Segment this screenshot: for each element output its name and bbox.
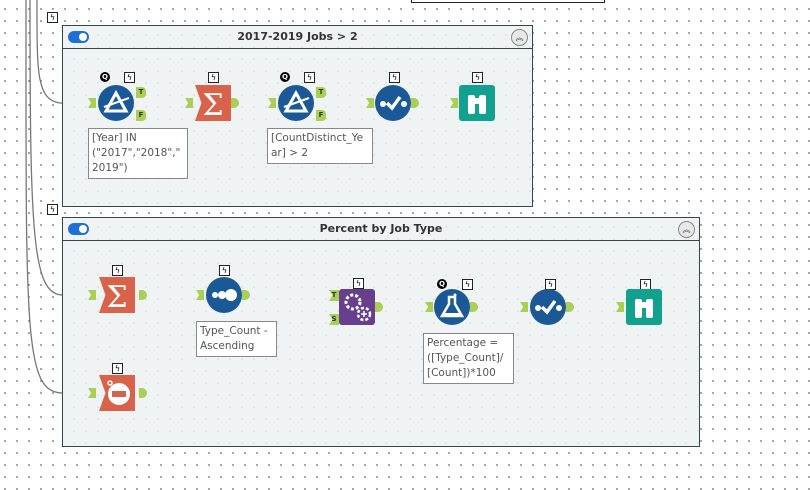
binoculars-icon <box>635 299 653 318</box>
output-anchor[interactable] <box>411 98 419 108</box>
cache-bolt-icon[interactable]: ϟ <box>389 72 400 83</box>
sigma-icon: Σ <box>202 88 223 121</box>
annotation-line: Ascending <box>200 340 255 352</box>
input-anchor[interactable] <box>196 290 204 300</box>
container-header: Percent by Job Type ︽ <box>63 218 699 241</box>
counter-icon <box>107 380 130 405</box>
input-anchor[interactable] <box>88 290 96 300</box>
container-bolt-icon[interactable]: ϟ <box>47 12 58 23</box>
target-input-anchor[interactable]: T <box>329 290 339 301</box>
select-check-icon <box>535 299 562 315</box>
annotation-line: Type_Count - <box>200 325 268 337</box>
input-anchor[interactable] <box>366 98 374 108</box>
container-title: Percent by Job Type <box>319 222 443 235</box>
collapse-icon[interactable]: ︽ <box>511 29 528 46</box>
cache-bolt-icon[interactable]: ϟ <box>304 72 315 83</box>
select-tool[interactable] <box>530 289 566 325</box>
output-anchor[interactable] <box>242 290 250 300</box>
output-anchor[interactable] <box>566 302 574 312</box>
annotation-line: [CountDistinct_Ye <box>271 132 364 144</box>
container-title: 2017-2019 Jobs > 2 <box>237 30 358 43</box>
tool-annotation: Type_Count - Ascending <box>196 321 277 357</box>
collapse-icon[interactable]: ︽ <box>678 221 695 238</box>
tool-container-percent[interactable]: Percent by Job Type ︽ <box>62 217 700 447</box>
true-output-anchor[interactable]: T <box>136 87 146 98</box>
annotation-line: Percentage = <box>427 337 499 349</box>
svg-text:Σ: Σ <box>106 280 127 313</box>
wire-external-3 <box>25 0 88 394</box>
gears-icon <box>344 293 372 322</box>
browse-everywhere-q-icon: Q <box>280 72 290 82</box>
cache-bolt-icon[interactable]: ϟ <box>472 72 483 83</box>
cache-bolt-icon[interactable]: ϟ <box>112 363 123 374</box>
binoculars-icon <box>468 95 486 114</box>
tool-annotation: Percentage = ([Type_Count]/ [Count])*100 <box>423 333 514 384</box>
container-bolt-icon[interactable]: ϟ <box>47 204 58 215</box>
output-anchor[interactable] <box>139 290 147 300</box>
annotation-line: [Year] IN <box>92 132 137 144</box>
input-anchor[interactable] <box>88 388 96 398</box>
select-check-icon <box>380 95 407 111</box>
browse-everywhere-q-icon: Q <box>437 279 447 289</box>
browse-tool[interactable] <box>459 85 495 121</box>
output-anchor[interactable] <box>231 98 239 108</box>
annotation-line: ([Type_Count]/ <box>427 352 504 364</box>
filter-tool[interactable] <box>98 85 134 121</box>
wire-external-1 <box>36 0 88 104</box>
annotation-line: 2019") <box>92 162 128 174</box>
cache-bolt-icon[interactable]: ϟ <box>112 265 123 276</box>
output-anchor[interactable] <box>139 388 147 398</box>
svg-text:Σ: Σ <box>202 88 223 121</box>
cache-bolt-icon[interactable]: ϟ <box>353 278 364 289</box>
append-fields-tool[interactable] <box>339 289 375 325</box>
formula-tool[interactable] <box>434 289 470 325</box>
top-panel-edge <box>411 0 605 3</box>
container-enable-toggle[interactable] <box>68 31 89 43</box>
wire-external-2 <box>29 0 88 296</box>
annotation-line: ar] > 2 <box>271 147 309 159</box>
source-input-anchor[interactable]: S <box>329 314 339 325</box>
output-anchor[interactable] <box>470 302 478 312</box>
select-tool[interactable] <box>375 85 411 121</box>
container-enable-toggle[interactable] <box>68 223 89 235</box>
filter-icon <box>283 89 310 113</box>
tool-annotation: [CountDistinct_Ye ar] > 2 <box>267 128 373 164</box>
sort-icon <box>212 289 237 301</box>
cache-bolt-icon[interactable]: ϟ <box>462 279 473 290</box>
input-anchor[interactable] <box>268 98 276 108</box>
false-output-anchor[interactable]: F <box>136 110 146 121</box>
browse-everywhere-q-icon: Q <box>100 72 110 82</box>
filter-tool[interactable] <box>278 85 314 121</box>
sort-tool[interactable] <box>206 277 242 313</box>
tool-annotation: [Year] IN ("2017","2018"," 2019") <box>88 128 188 179</box>
annotation-line: ("2017","2018"," <box>92 147 181 159</box>
annotation-line: [Count])*100 <box>427 367 496 379</box>
input-anchor[interactable] <box>88 98 96 108</box>
sigma-icon: Σ <box>106 280 127 313</box>
cache-bolt-icon[interactable]: ϟ <box>124 72 135 83</box>
browse-tool[interactable] <box>626 289 662 325</box>
false-output-anchor[interactable]: F <box>316 110 326 121</box>
input-anchor[interactable] <box>616 302 624 312</box>
flask-icon <box>439 293 465 318</box>
input-anchor[interactable] <box>185 98 193 108</box>
input-anchor[interactable] <box>520 302 528 312</box>
input-anchor[interactable] <box>425 302 433 312</box>
true-output-anchor[interactable]: T <box>316 87 326 98</box>
cache-bolt-icon[interactable]: ϟ <box>219 265 230 276</box>
output-anchor[interactable] <box>375 302 383 312</box>
input-anchor[interactable] <box>450 98 458 108</box>
filter-icon <box>103 89 130 113</box>
container-header: 2017-2019 Jobs > 2 ︽ <box>63 26 532 49</box>
cache-bolt-icon[interactable]: ϟ <box>208 72 219 83</box>
